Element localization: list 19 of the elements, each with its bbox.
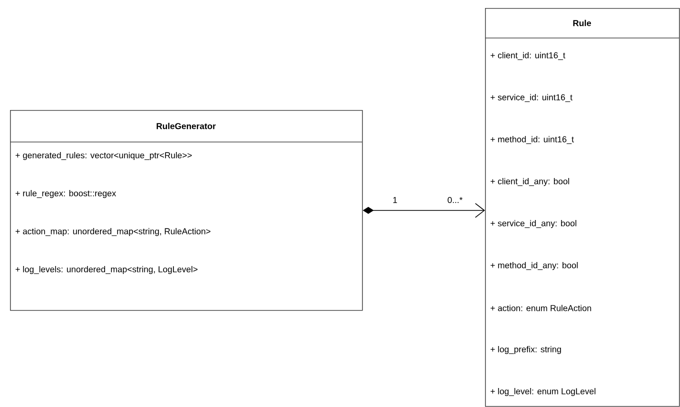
attribute: + rule_regex: boost::regex [16, 190, 116, 198]
attribute: + action: enum RuleAction [490, 304, 592, 312]
attribute: + service_id_any: bool [490, 220, 576, 228]
attribute: + generated_rules: vector<unique_ptr<Rule>> [16, 152, 192, 160]
class-name: RuleGenerator [156, 122, 216, 130]
attribute: + log_level: enum LogLevel [490, 388, 596, 396]
attribute: + log_prefix: string [490, 346, 561, 354]
attribute: + client_id_any: bool [490, 178, 570, 186]
class-box [484, 8, 680, 407]
class-box [10, 110, 363, 311]
multiplicity-label: 0...* [448, 196, 463, 204]
attribute: + client_id: uint16_t [490, 52, 566, 60]
class-name: Rule [573, 20, 592, 26]
attribute: + log_levels: unordered_map<string, LogLevel> [16, 266, 198, 274]
attribute: + service_id: uint16_t [490, 94, 572, 102]
multiplicity-label: 1 [393, 197, 397, 203]
attribute: + method_id: uint16_t [490, 136, 574, 144]
attribute: + action_map: unordered_map<string, RuleAction> [16, 228, 210, 236]
attribute: + method_id_any: bool [490, 262, 578, 270]
